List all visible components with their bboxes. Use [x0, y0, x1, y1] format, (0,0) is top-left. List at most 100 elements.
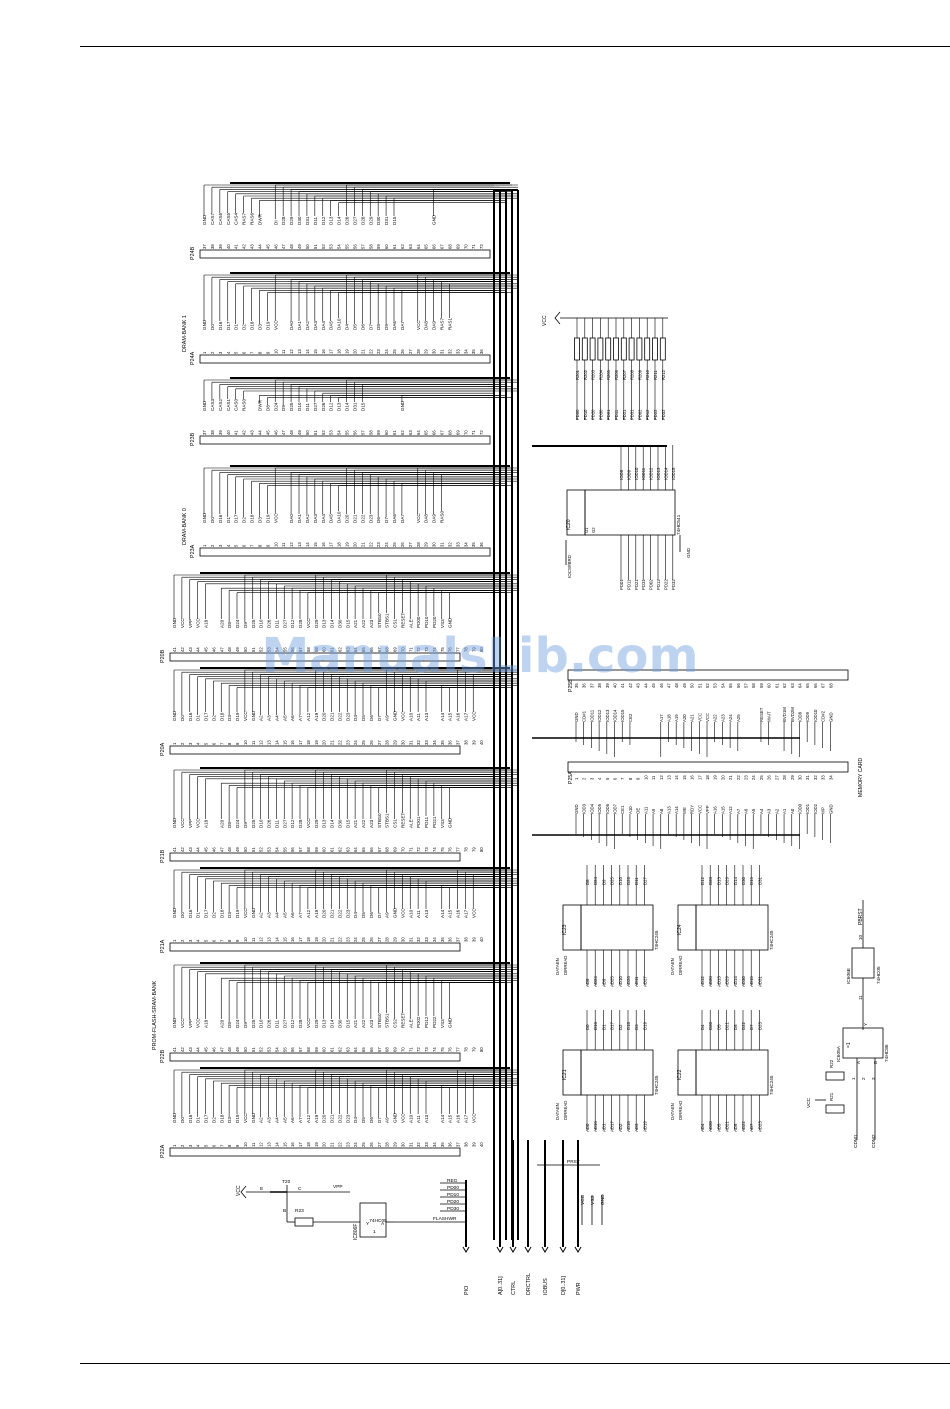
pin-signal: D14	[330, 619, 335, 628]
pin-number: 73	[424, 1047, 429, 1052]
pin-signal: D21	[330, 909, 335, 918]
buffer-b-label: D11	[634, 877, 639, 885]
pin-number: 71	[471, 430, 476, 435]
pin-signal: VCC	[306, 1018, 311, 1028]
card-pin-number: 67	[821, 683, 826, 688]
pin-signal: STBS1	[385, 613, 390, 628]
pin-number: 9	[265, 544, 270, 547]
card-pin-signal: IOD12	[597, 709, 602, 722]
ic20-output-label: IOD12	[649, 467, 654, 480]
ic20-g2: G2	[591, 527, 596, 533]
pin-number: 13	[297, 542, 302, 547]
buffer-body-IC21	[580, 1049, 654, 1096]
pin-number: 66	[432, 430, 437, 435]
connector-header-P24B	[199, 249, 491, 259]
card-pin-number: 43	[636, 683, 641, 688]
pin-number: 49	[235, 647, 240, 652]
connector-ref: P23A	[190, 544, 196, 558]
pin-number: 1	[202, 544, 207, 547]
pin-signal: VCC	[416, 320, 421, 330]
pin-signal: D6	[376, 517, 381, 523]
pin-signal: VS3	[440, 819, 445, 828]
pin-signal: D14	[345, 402, 350, 411]
pin-number: 70	[463, 430, 468, 435]
pin-number: 52	[259, 647, 264, 652]
card-pin-signal: VCC	[697, 713, 702, 722]
pin-number: 8	[257, 351, 262, 354]
pin-signal: D12	[290, 819, 295, 828]
ic20-input-label: PD02	[649, 579, 654, 590]
pin-number: 30	[400, 1142, 405, 1147]
pin-signal: D28	[298, 619, 303, 628]
connector-header-P24A	[199, 354, 491, 364]
pin-signal: D22	[337, 712, 342, 721]
pin-signal: VCC	[400, 1113, 405, 1123]
pin-number: 18	[306, 937, 311, 942]
card-pin-number: 21	[728, 775, 733, 780]
pin-signal: D25	[289, 402, 294, 411]
pin-signal: GND	[172, 1112, 177, 1123]
pin-number: 25	[361, 937, 366, 942]
card-pin-number: 68	[828, 683, 833, 688]
card-pin-number: 42	[628, 683, 633, 688]
pin-number: 74	[432, 1047, 437, 1052]
pin-signal: D6	[369, 912, 374, 918]
pin-signal: A20	[219, 1019, 224, 1028]
card-pin-signal: A4	[759, 808, 764, 814]
pin-signal: RAS6	[250, 213, 255, 225]
card-pin-number: 39	[605, 683, 610, 688]
pin-number: 4	[196, 939, 201, 942]
pin-signal: D27	[282, 819, 287, 828]
ic20-type: 74HC541	[676, 514, 682, 535]
pin-signal: D28	[298, 819, 303, 828]
card-pin-number: 35	[574, 683, 579, 688]
pin-number: 11	[281, 542, 286, 547]
card-pin-number: 58	[751, 683, 756, 688]
pin-signal: VCC	[400, 908, 405, 918]
pin-number: 44	[257, 430, 262, 435]
card-pin-number: 12	[659, 775, 664, 780]
pin-signal: D29	[314, 819, 319, 828]
pin-number: 15	[313, 542, 318, 547]
pin-signal: STBS1	[385, 813, 390, 828]
card-pin-number: 57	[744, 683, 749, 688]
card-pin-number: 66	[813, 683, 818, 688]
ic20-input-label: PD21	[634, 579, 639, 590]
connector-header-P21B	[169, 852, 461, 862]
bus-label: DRCTRL	[526, 1273, 532, 1295]
watermark-text: ManualsLib.com	[262, 628, 699, 684]
pin-signal: A7	[298, 715, 303, 721]
pin-number: 12	[289, 542, 294, 547]
pin-signal: A21	[353, 619, 358, 628]
card-pin-signal: IOD5	[597, 803, 602, 814]
pin-signal: STBS0	[377, 813, 382, 828]
pin-signal: VPP	[188, 819, 193, 828]
pin-number: 47	[219, 1047, 224, 1052]
pin-number: 2	[210, 351, 215, 354]
pin-number: 25	[361, 740, 366, 745]
pin-signal: A17	[463, 1114, 468, 1123]
card-pin-number: 52	[705, 683, 710, 688]
card-pin-signal: WAIT	[767, 711, 772, 722]
buffer-b-label: D28	[708, 877, 713, 885]
resistor-R207	[620, 337, 627, 361]
pin-number: 3	[188, 939, 193, 942]
pin-signal: D23	[345, 909, 350, 918]
ic806f-ref: IC806F	[353, 1224, 359, 1240]
pin-number: 55	[345, 430, 350, 435]
card-pin-signal: IOD15	[620, 709, 625, 722]
pin-number: 19	[314, 740, 319, 745]
pin-number: 42	[242, 244, 247, 249]
pin-signal: A13	[424, 909, 429, 918]
pin-number: 21	[360, 349, 365, 354]
pin-number: 23	[376, 349, 381, 354]
pin-number: 25	[392, 542, 397, 547]
pin-number: 77	[456, 847, 461, 852]
pin-number: 32	[447, 349, 452, 354]
card-pin-signal: GND	[574, 804, 579, 814]
pin-number: 68	[447, 430, 452, 435]
pin-number: 55	[282, 1047, 287, 1052]
pin-number: 21	[330, 1142, 335, 1147]
buffer-a-label: AD8	[585, 978, 590, 987]
pin-number: 26	[369, 937, 374, 942]
